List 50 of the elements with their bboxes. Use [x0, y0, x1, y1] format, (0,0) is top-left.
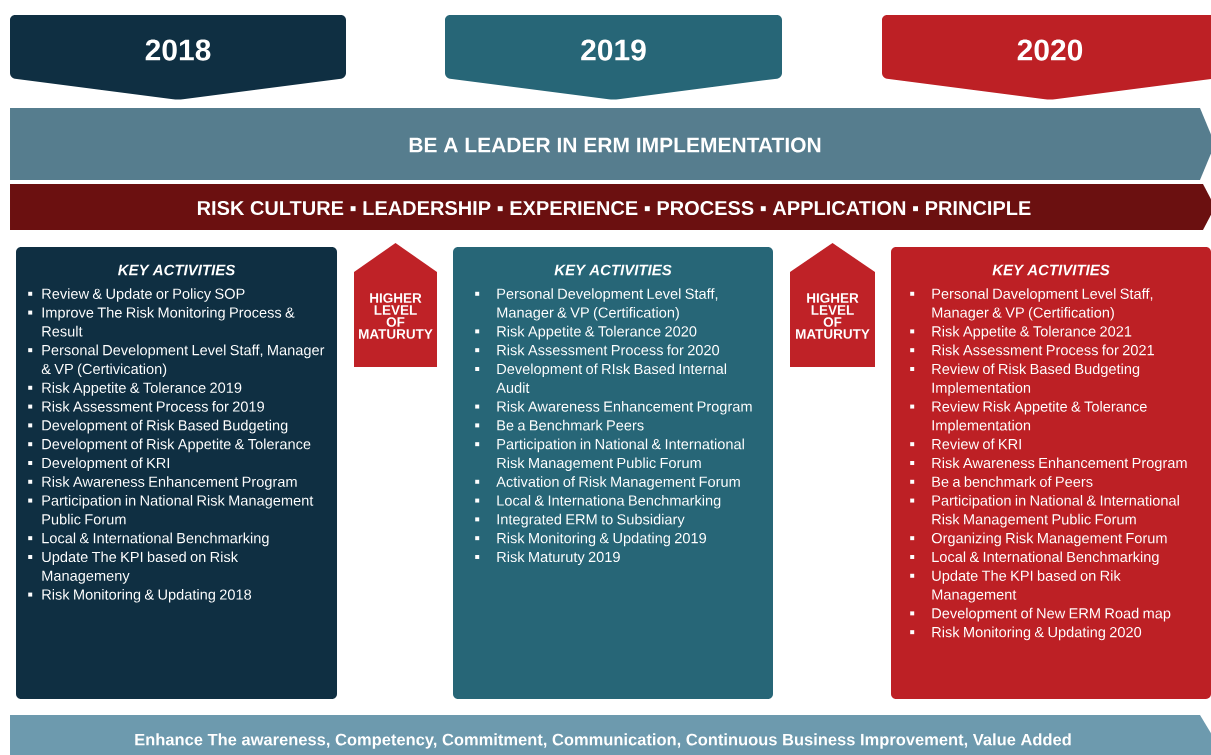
panel-heading: KEY ACTIVITIES [554, 264, 672, 276]
list-item: Activation of Risk Management Forum [475, 476, 740, 490]
maturity-badge: HIGHER LEVEL OF MATURUTY [354, 243, 437, 367]
list-item: Local & International Benchmarking [910, 551, 1159, 565]
list-item: Risk Maturuty 2019 [475, 551, 620, 565]
list-item: Development of RIsk Based Internal Audit [475, 363, 727, 393]
list-item: Risk Awareness Enhancement Program [475, 401, 752, 415]
list-item: Participation in National Risk Management Public Forum [28, 495, 314, 525]
list-item: Personal Development Level Staff, Manager & VP (Certification) [475, 288, 718, 321]
year-tab: 2019 [445, 15, 782, 100]
list-item: Development of Risk Based Budgeting [28, 419, 288, 434]
list-item: Be a Benchmark Peers [475, 419, 644, 431]
list-item: Risk Appetite & Tolerance 2019 [28, 382, 242, 396]
panel-heading: KEY ACTIVITIES [992, 264, 1110, 276]
list-item: Update The KPI based on Risk Managemeny [28, 551, 239, 584]
list-item: Development of Risk Appetite & Tolerance [28, 438, 311, 453]
list-item: Risk Monitoring & Updating 2019 [475, 532, 706, 547]
list-item: Risk Awareness Enhancement Program [910, 457, 1187, 471]
list-item: Review of KRI [910, 438, 1021, 450]
list-item: Risk Monitoring & Updating 2020 [910, 626, 1142, 641]
list-item: Local & Internationa Benchmarking [475, 495, 721, 509]
list-item: Be a benchmark of Peers [910, 476, 1093, 487]
list-item: Personal Davelopment Level Staff, Manager & VP (Certification) [910, 288, 1153, 321]
list-item: Risk Appetite & Tolerance 2021 [910, 325, 1132, 340]
list-item: Participation in National & International Risk Management Public Forum [475, 438, 744, 471]
list-item: Risk Monitoring & Updating 2018 [28, 589, 252, 603]
list-item: Risk Assessment Process for 2021 [910, 344, 1154, 356]
list-item: Integrated ERM to Subsidiary [475, 513, 685, 528]
year-tab: 2018 [10, 15, 346, 100]
principles-banner: RISK CULTURE ▪ LEADERSHIP ▪ EXPERIENCE ▪ PROCESS ▪ APPLICATION ▪ PRINCIPLE [10, 184, 1211, 230]
list-item: Review of Risk Based Budgeting Implementation [910, 363, 1140, 396]
year-tab: 2020 [882, 15, 1211, 100]
goal-banner: BE A LEADER IN ERM IMPLEMENTATION [10, 108, 1211, 180]
list-item: Participation in National & International Risk Management Public Forum [910, 495, 1179, 528]
list-item: Improve The Risk Monitoring Process & Result [28, 307, 295, 337]
list-item: Risk Assessment Process for 2020 [475, 344, 720, 356]
list-item: Risk Appetite & Tolerance 2020 [475, 325, 697, 340]
list-item: Risk Awareness Enhancement Program [28, 476, 297, 490]
list-item: Review & Update or Policy SOP [28, 288, 245, 302]
footer-banner: Enhance The awareness, Competency, Commitment, Communication, Continuous Business Improvement, Value Added [10, 715, 1211, 755]
list-item: Review Risk Appetite & Tolerance Implementation [910, 401, 1147, 434]
list-item: Organizing Risk Management Forum [910, 532, 1167, 547]
list-item: Development of New ERM Road map [910, 607, 1171, 622]
maturity-badge: HIGHER LEVEL OF MATURUTY [790, 243, 875, 367]
list-item: Personal Development Level Staff, Manager & VP (Certivication) [28, 344, 325, 377]
panel-heading: KEY ACTIVITIES [118, 264, 236, 276]
list-item: Development of KRI [28, 457, 170, 471]
list-item: Risk Assessment Process for 2019 [28, 401, 264, 412]
list-item: Local & International Benchmarking [28, 532, 269, 547]
list-item: Update The KPI based on Rik Management [910, 570, 1121, 603]
